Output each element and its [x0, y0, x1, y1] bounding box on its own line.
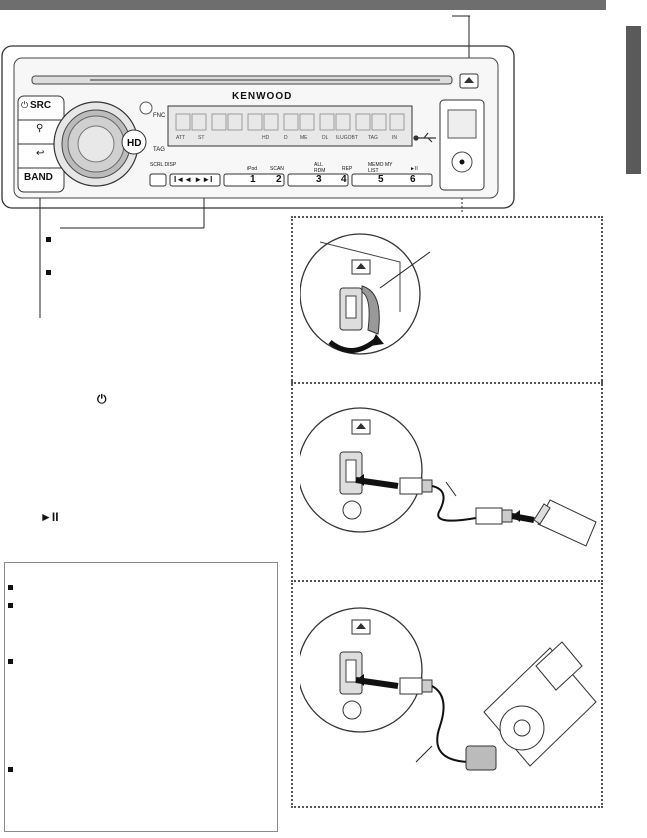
- preset-button-5[interactable]: 5: [378, 174, 384, 185]
- preset-top-label-4: REP: [342, 166, 353, 172]
- preset-top-label-3: ALL RDM: [314, 162, 326, 174]
- preset-top-label-5: MEMO MY LIST: [368, 162, 393, 174]
- preset-button-4[interactable]: 4: [341, 174, 347, 185]
- step-panel-usb-device: [291, 380, 603, 582]
- fnc-label: FNC: [153, 113, 166, 119]
- band-button[interactable]: BAND: [24, 172, 53, 183]
- power-icon: ⏻: [97, 392, 107, 406]
- display-label-tag: TAG: [368, 135, 378, 141]
- display-label-in: IN: [392, 135, 397, 141]
- preset-top-label-6: ►II: [410, 166, 418, 172]
- note-box: [4, 562, 278, 832]
- hd-icon: HD: [127, 138, 141, 149]
- display-label-hd: HD: [262, 135, 270, 141]
- bullet-square: [46, 270, 51, 275]
- step-panel-ipod: [291, 580, 603, 808]
- seek-buttons[interactable]: I◄◄ ►►I: [174, 175, 213, 184]
- bullet-square: [8, 603, 13, 608]
- display-label-ilugobt: ILUGOBT: [336, 135, 358, 141]
- power-icon: ⏻: [21, 100, 29, 110]
- preset-button-1[interactable]: 1: [250, 174, 256, 185]
- preset-button-3[interactable]: 3: [316, 174, 322, 185]
- bullet-square: [8, 767, 13, 772]
- return-icon: ↩: [36, 148, 45, 159]
- preset-top-label-1: iPod: [247, 166, 258, 172]
- display-label-att: ATT: [176, 135, 186, 141]
- bullet-square: [8, 659, 13, 664]
- src-button[interactable]: SRC: [30, 100, 52, 111]
- header-bar: [0, 0, 606, 10]
- tag-label: TAG: [153, 147, 165, 153]
- bullet-square: [8, 585, 13, 590]
- brand-label: KENWOOD: [232, 91, 293, 102]
- scrl-label: SCRL DISP: [150, 162, 177, 168]
- car-stereo-illustration: HD: [1, 45, 515, 209]
- ipod-illustration: [300, 607, 597, 771]
- open-cover-illustration: [300, 233, 431, 355]
- preset-button-6[interactable]: 6: [410, 174, 416, 185]
- usb-icon: [413, 132, 436, 143]
- display-label-dl: DL: [322, 135, 329, 141]
- usb-device-illustration: [300, 407, 597, 547]
- preset-button-2[interactable]: 2: [276, 174, 282, 185]
- display-label-st: ST: [198, 135, 205, 141]
- display-label-me: ME: [300, 135, 308, 141]
- display-label-d: D: [284, 135, 288, 141]
- step-panel-open-cover: [291, 216, 603, 384]
- section-tab: [626, 26, 641, 174]
- play-pause-icon: ►II: [40, 510, 59, 524]
- preset-top-label-2: SCAN: [270, 166, 284, 172]
- search-icon: ⚲: [36, 123, 44, 134]
- bullet-square: [46, 237, 51, 242]
